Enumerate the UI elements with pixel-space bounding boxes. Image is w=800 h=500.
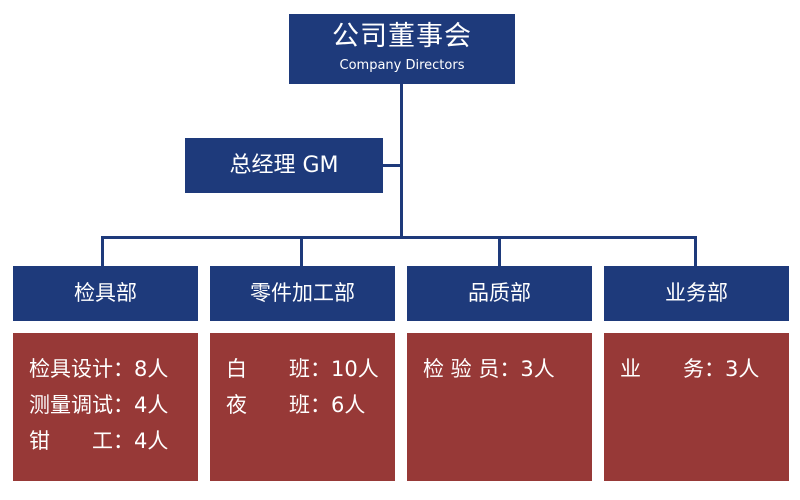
- connector-dept-2: [300, 236, 303, 266]
- board-subtitle: Company Directors: [339, 58, 465, 73]
- general-manager-box: 总经理 GM: [185, 138, 383, 193]
- staff-line: 检 验 员：3人: [423, 357, 555, 381]
- staff-box-inspection-tools: 检具设计：8人 测量调试：4人 钳 工：4人: [13, 333, 198, 481]
- staff-box-parts-machining: 白 班：10人 夜 班：6人: [210, 333, 395, 481]
- staff-box-quality: 检 验 员：3人: [407, 333, 592, 481]
- staff-line: 白 班：10人: [226, 357, 379, 381]
- staff-line: 业 务：3人: [620, 357, 760, 381]
- staff-line: 钳 工：4人: [29, 429, 169, 453]
- dept-box-business: 业务部: [604, 266, 789, 321]
- connector-dept-4: [694, 236, 697, 266]
- dept-box-quality: 品质部: [407, 266, 592, 321]
- staff-line: 测量调试：4人: [29, 393, 169, 417]
- dept-box-parts-machining: 零件加工部: [210, 266, 395, 321]
- connector-dept-1: [101, 236, 104, 266]
- staff-line: 检具设计：8人: [29, 357, 169, 381]
- staff-box-business: 业 务：3人: [604, 333, 789, 481]
- connector-dept-3: [498, 236, 501, 266]
- staff-line: 夜 班：6人: [226, 393, 366, 417]
- connector-vertical-main: [400, 84, 403, 238]
- connector-horizontal-bus: [101, 236, 697, 239]
- board-title: 公司董事会: [332, 21, 472, 52]
- dept-box-inspection-tools: 检具部: [13, 266, 198, 321]
- board-of-directors-box: 公司董事会 Company Directors: [289, 14, 515, 84]
- connector-gm: [383, 164, 402, 167]
